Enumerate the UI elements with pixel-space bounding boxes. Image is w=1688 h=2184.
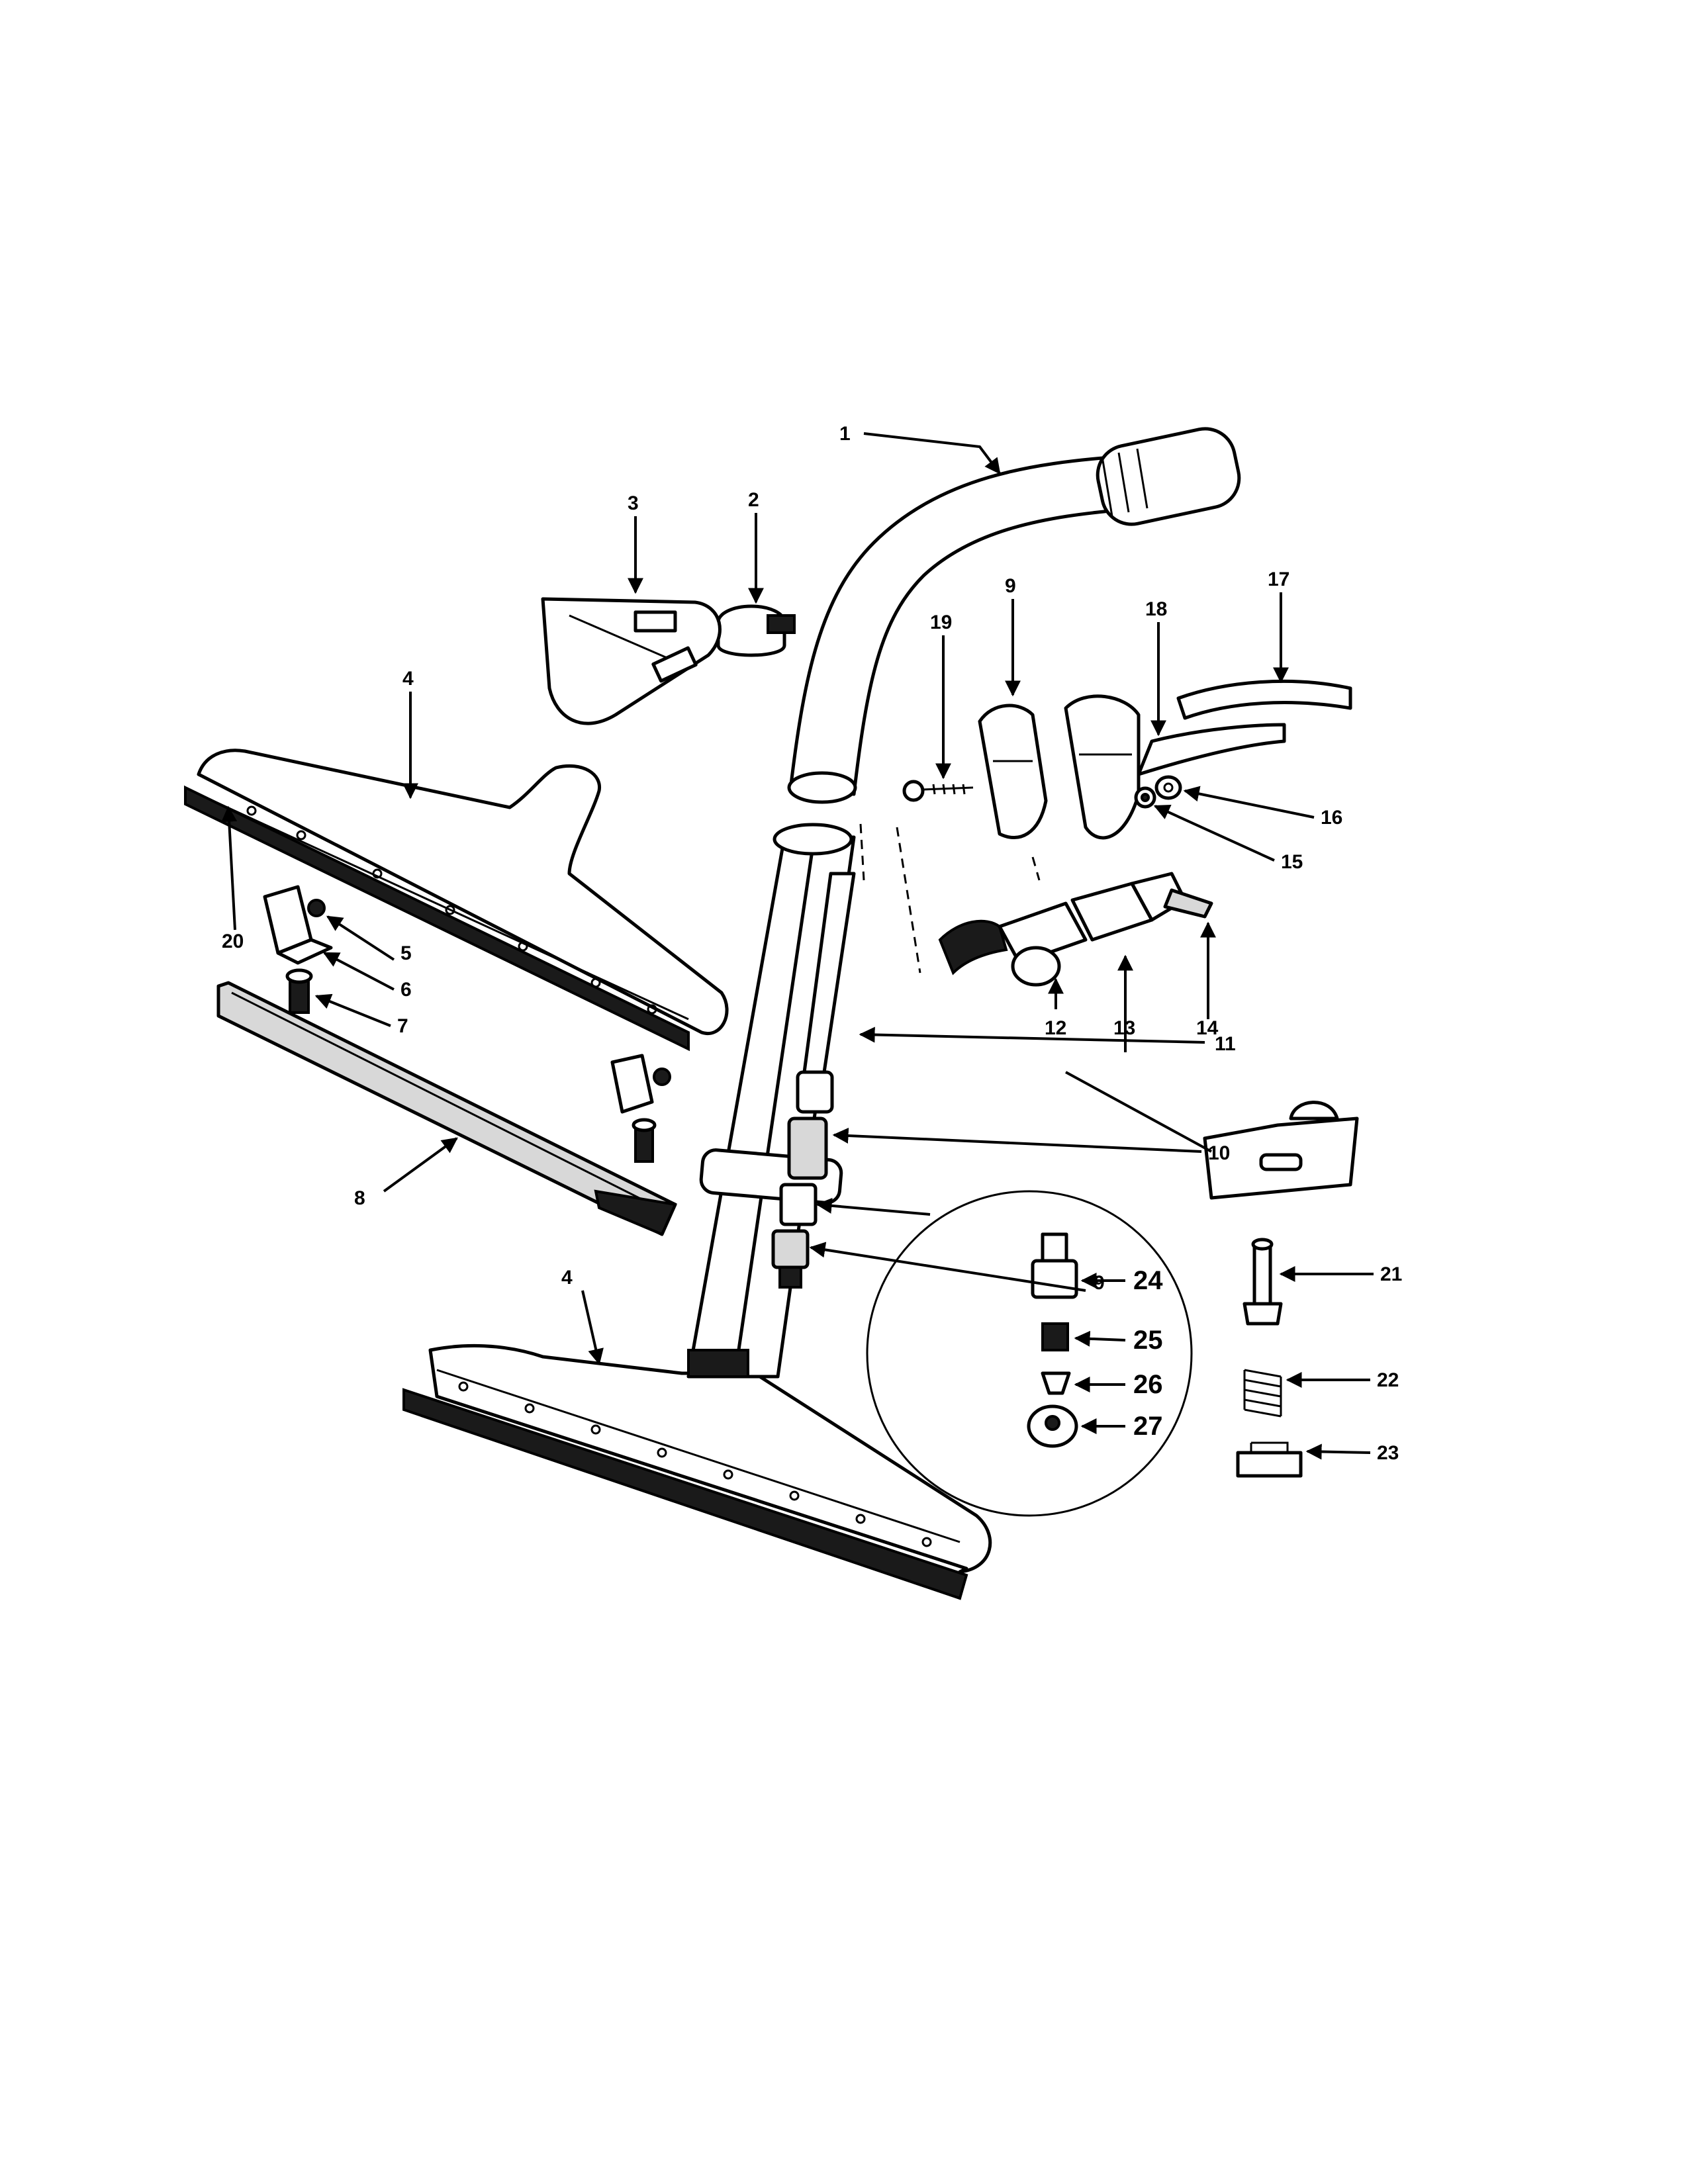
callout-11: 11 [1215,1033,1236,1055]
callout-labels: 1 2 3 4 4 5 6 7 8 9 9 10 11 12 13 14 15 … [222,423,1402,1464]
valve-rod-assembly [771,872,856,1289]
washer-part [1134,786,1156,809]
wand-tube-part [787,427,1241,804]
upper-head-screw-holes [246,805,657,1015]
upper-squeegee-head-part [184,749,729,1052]
callout-22: 22 [1377,1369,1399,1391]
callout-24: 24 [1133,1266,1163,1295]
nozzle-screen-part [1041,1322,1069,1351]
nozzle-cap-part [1027,1404,1078,1448]
callout-10: 10 [1208,1142,1230,1164]
main-wand-assembly [686,823,856,1379]
nozzle-tip-part [1041,1371,1071,1395]
callout-26: 26 [1133,1370,1163,1399]
callout-6: 6 [400,979,412,1001]
nut-part [1154,775,1182,800]
squeegee-bracket-right-part [610,1054,671,1114]
leader-lines [221,432,1374,1460]
callout-25: 25 [1133,1326,1163,1355]
trigger-lever-part [1137,723,1286,776]
callout-14: 14 [1196,1017,1219,1039]
squeegee-blade-part [216,981,677,1236]
lower-head-screw-holes [458,1381,932,1547]
callout-3: 3 [628,492,639,514]
callout-23: 23 [1377,1442,1399,1464]
grip-screw-part [902,780,974,802]
callout-8: 8 [354,1187,365,1209]
callout-7: 7 [397,1015,408,1037]
callout-12: 12 [1045,1017,1066,1039]
callout-2: 2 [748,489,759,511]
callout-19: 19 [930,612,952,633]
callout-5: 5 [400,942,412,964]
callout-20: 20 [222,931,244,952]
callout-21: 21 [1380,1263,1402,1285]
callout-15: 15 [1281,851,1303,873]
nozzle-detail-circle [866,1190,1193,1517]
callout-13: 13 [1113,1017,1135,1039]
callout-18: 18 [1145,598,1167,620]
valve-seat-part [1236,1441,1303,1478]
valve-spring-part [1243,1369,1282,1418]
squeegee-screw-right-part [632,1118,657,1163]
callout-16: 16 [1321,807,1342,829]
hand-grip-halves-part [978,694,1141,840]
tool-holder-part [541,597,722,725]
valve-body-part [938,872,1213,987]
valve-stem-part [1243,1238,1283,1326]
callout-17: 17 [1268,569,1289,590]
valve-bracket-plate-part [1203,1101,1359,1200]
callout-9-lower: 9 [1094,1272,1105,1294]
grip-sleeve-part [1176,679,1352,720]
squeegee-screw-left-part [285,968,313,1014]
lower-squeegee-head-part [402,1343,992,1600]
callout-1: 1 [839,423,851,445]
callout-9-upper: 9 [1005,575,1016,597]
hose-clamp-part [716,604,796,657]
callout-27: 27 [1133,1412,1163,1441]
squeegee-bracket-left-part [263,885,333,965]
callout-4-upper: 4 [402,668,414,690]
callout-4-lower: 4 [561,1267,573,1289]
